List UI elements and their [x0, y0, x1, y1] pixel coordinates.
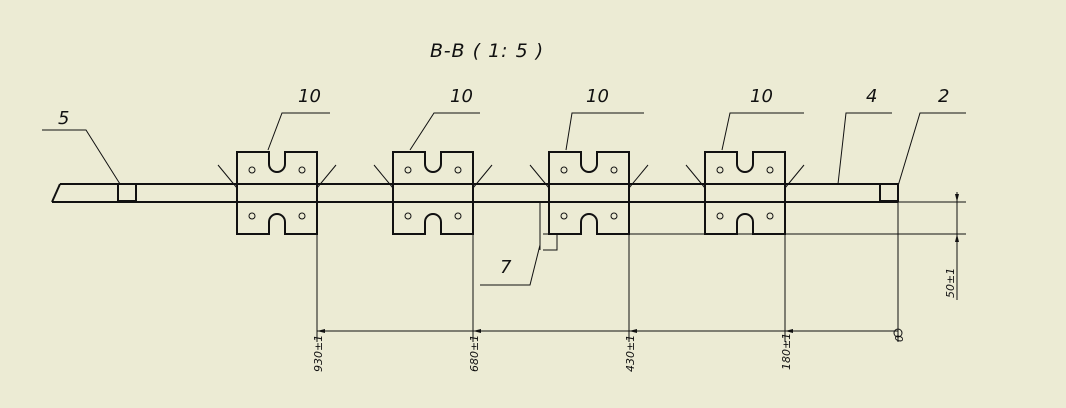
dim-origin: 0 — [893, 335, 906, 342]
dim-680: 680±1 — [468, 335, 481, 372]
dim-180: 180±1 — [780, 333, 793, 370]
callout-item-4: 4 — [866, 86, 877, 107]
clamp-plate-4 — [704, 151, 786, 235]
weld-marks — [217, 164, 805, 189]
clamp-plate-3 — [548, 151, 630, 235]
square-profile-left — [117, 183, 137, 202]
section-view-title: B-B ( 1: 5 ) — [430, 40, 544, 62]
callout-item-10-c: 10 — [586, 86, 609, 107]
callout-leaders — [42, 112, 966, 286]
callout-item-10-a: 10 — [298, 86, 321, 107]
clamp-plate-2 — [392, 151, 474, 235]
callout-item-7: 7 — [500, 257, 512, 278]
square-profile-right — [879, 183, 899, 202]
main-bar — [51, 183, 898, 203]
dim-930: 930±1 — [312, 335, 325, 372]
dimension-extension-lines — [316, 192, 966, 342]
stop-block — [539, 202, 558, 251]
dim-50: 50±1 — [944, 268, 957, 298]
callout-item-2: 2 — [938, 86, 949, 107]
callout-item-10-b: 10 — [450, 86, 473, 107]
clamp-plate-1 — [236, 151, 318, 235]
dimension-arrows — [317, 194, 959, 333]
dim-430: 430±1 — [624, 335, 637, 372]
origin-marker — [893, 328, 903, 338]
callout-item-10-d: 10 — [750, 86, 773, 107]
callout-item-5: 5 — [58, 108, 69, 129]
